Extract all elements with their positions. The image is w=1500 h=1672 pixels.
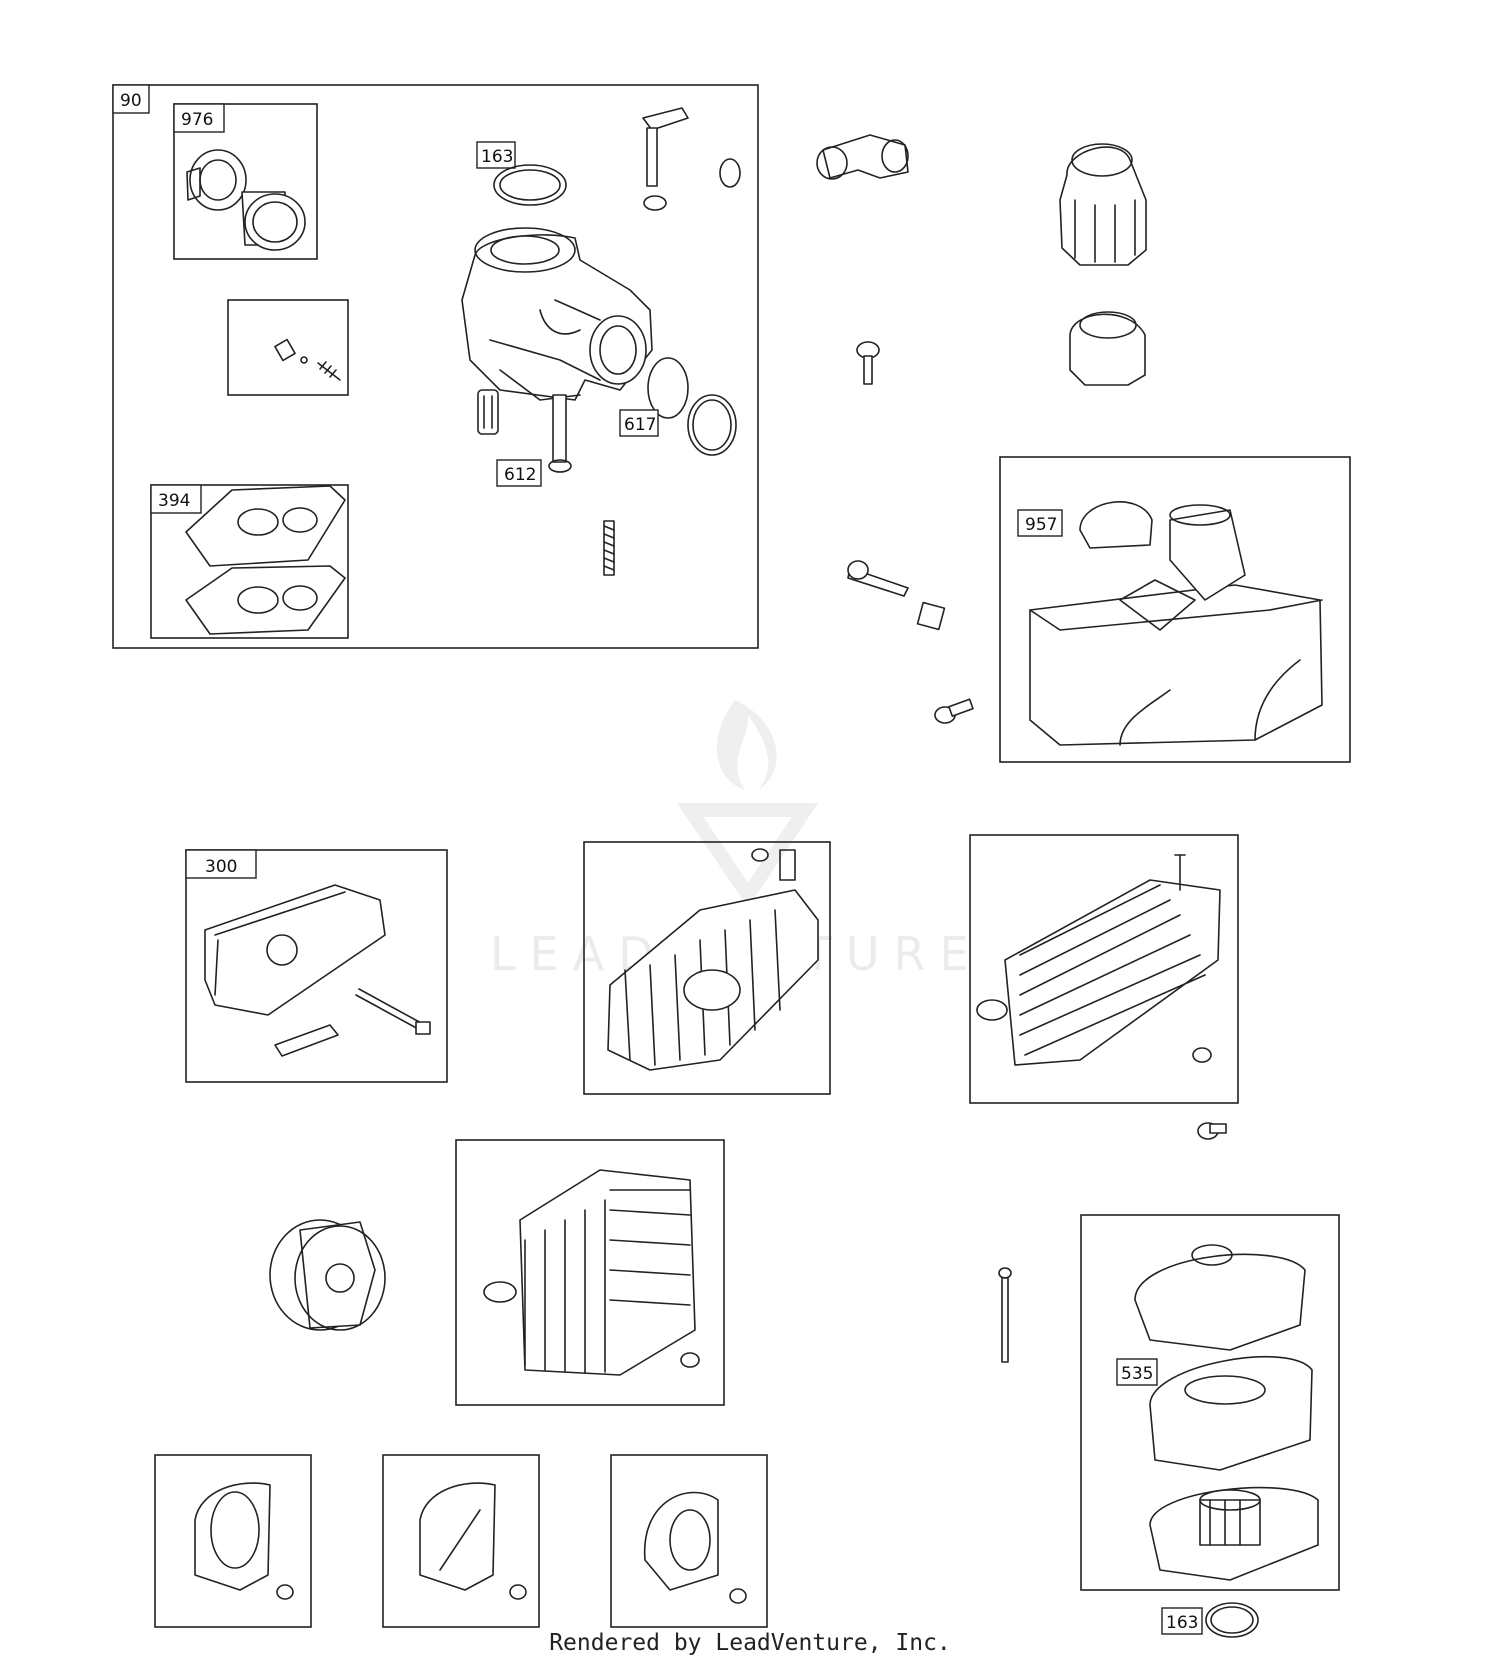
muffler-guard-a[interactable] [583,841,831,1095]
deflector-a[interactable] [154,1454,312,1628]
carburetor-body[interactable] [461,227,653,473]
fuel-cap-tall[interactable] [1059,143,1147,266]
air-cleaner-group[interactable]: 535 [1080,1214,1340,1591]
callout-957: 957 [1025,515,1057,535]
float-kit-group[interactable]: 976 [173,103,318,260]
spacer[interactable] [916,601,946,631]
round-muffler[interactable] [269,1219,386,1331]
callout-617: 617 [624,415,656,435]
callout-612: 612 [504,465,536,485]
idle-spring[interactable] [603,520,615,576]
deflector-c[interactable] [610,1454,768,1628]
main-jet[interactable] [477,389,499,435]
callout-163-bottom: 163 [1166,1613,1198,1633]
throttle-shaft[interactable] [642,107,741,211]
o-ring-617[interactable]: 617 [619,357,737,456]
muffler-guard-c[interactable] [455,1139,725,1406]
callout-976: 976 [181,110,213,130]
muffler-300-group[interactable]: 300 [185,849,448,1083]
muffler-guard-b[interactable] [969,834,1239,1104]
o-ring-163-top[interactable]: 163 [476,141,567,206]
jet-kit-group[interactable] [227,299,349,396]
callout-535: 535 [1121,1364,1153,1384]
o-ring-163-bottom[interactable]: 163 [1161,1602,1259,1638]
screw-3[interactable] [1197,1122,1227,1140]
footer-credit: Rendered by LeadVenture, Inc. [549,1630,951,1656]
carburetor-kit-group[interactable]: 90 976 394 [112,84,759,649]
gasket-kit-group[interactable]: 394 [150,484,349,639]
deflector-b[interactable] [382,1454,540,1628]
callout-394: 394 [158,491,190,511]
elbow-fitting[interactable] [816,134,909,180]
fuel-tank-group[interactable]: 957 [999,456,1351,763]
callout-163-top: 163 [481,147,513,167]
screw-1[interactable] [856,341,880,385]
callout-300: 300 [205,857,237,877]
callout-90: 90 [120,91,142,111]
screw-2[interactable] [934,698,974,724]
long-screw[interactable] [998,1267,1012,1363]
fuel-cap-small[interactable] [1069,311,1146,386]
long-bolt[interactable] [847,560,909,597]
